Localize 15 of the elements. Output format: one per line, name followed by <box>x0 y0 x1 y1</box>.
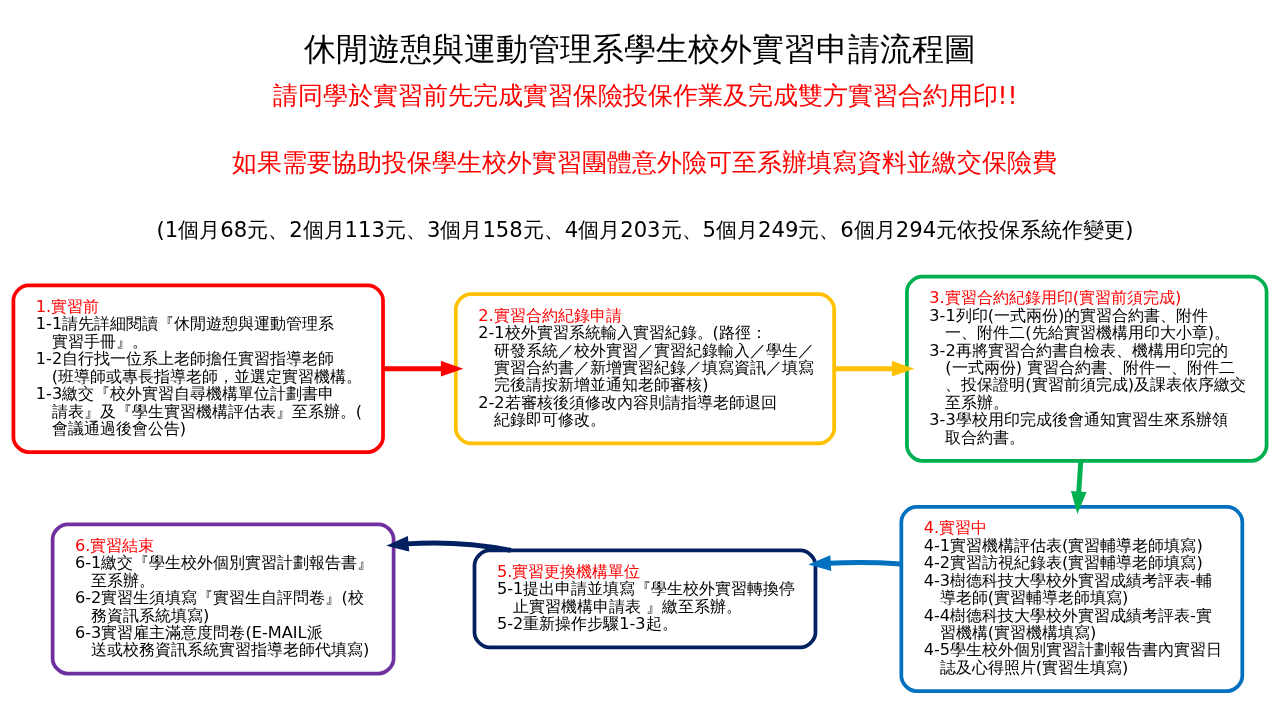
label: (1個月68元、2個月113元、3個月158元、4個月203元、5個月249元、6個月294元依投保系統作變更) <box>156 216 1134 242</box>
label: 如果需要協助投保學生校外實習團體意外險可至系辦填寫資料並繳交保險費 <box>232 147 1058 177</box>
arrow <box>383 360 464 377</box>
node-box: 4.實習中 4-1實習機構評估表(實習輔導老師填寫) 4-2實習訪視紀錄表(實習輔導老師填寫) 4-3樹德科技大學校外實習成績考評表-輔導老師(實習輔導老師填寫) 4-4樹德科技大學校外實習成績考評表-實習機構(實習機構填寫) 4-5學生校外個別實習計劃報告書內實習日誌及心得照片(實習生填寫) <box>899 504 1245 693</box>
node-box: 3.實習合約紀錄用印(實習前須完成) 3-1列印(一式兩份)的實習合約書、附件一、附件二(先給實習機構用印大小章)。 3-2再將實習合約書自檢表、機構用印完的(一式兩份) 實習合約書、附件一、附件二、投保證明(實習前須完成)及課表依序繳交至系辦。 3-3學校用印完成後會通知實習生來系辦領取合約書。 <box>905 274 1269 463</box>
node-box: 6.實習結束 6-1繳交『學生校外個別實習計劃報告書』至系辦。 6-2實習生須填寫『實習生自評問卷』(校務資訊系統填寫) 6-3實習雇主滿意度問卷(E-MAIL派送或校務資訊系統實習指導老師代填寫) <box>50 522 396 676</box>
arrow <box>834 360 915 377</box>
diagram-title: 休閒遊憩與運動管理系學生校外實習申請流程圖 <box>304 29 976 68</box>
node-box: 1.實習前 1-1請先詳細閱讀『休閒遊憩與運動管理系實習手冊』。 1-2自行找一位系上老師擔任實習指導老師(班導師或專長指導老師，並選定實習機構。 1-3繳交『校外實習自尋機構單位計劃書申請表』及『學生實習機構評估表』至系辦。(會議通過後會公告) <box>11 283 385 454</box>
node-box: 5.實習更換機構單位 5-1提出申請並填寫『學生校外實習轉換停止實習機構申請表 』繳至系辦。 5-2重新操作步驟1-3起。 <box>472 548 818 650</box>
label: 請同學於實習前先完成實習保險投保作業及完成雙方實習合約用印!! <box>272 80 1018 110</box>
node-box: 2.實習合約紀錄申請 2-1校外實習系統輸入實習紀錄。(路徑：研發系統／校外實習／實習紀錄輸入／學生／實習合約書／新增實習紀錄／填寫資訊／填寫完後請按新增並通知老師審核) 2-2若審核後須修改內容則請指導老師退回紀錄即可修改。 <box>453 292 836 446</box>
arrow <box>386 535 512 553</box>
arrow <box>808 555 902 571</box>
arrow <box>1070 460 1087 514</box>
